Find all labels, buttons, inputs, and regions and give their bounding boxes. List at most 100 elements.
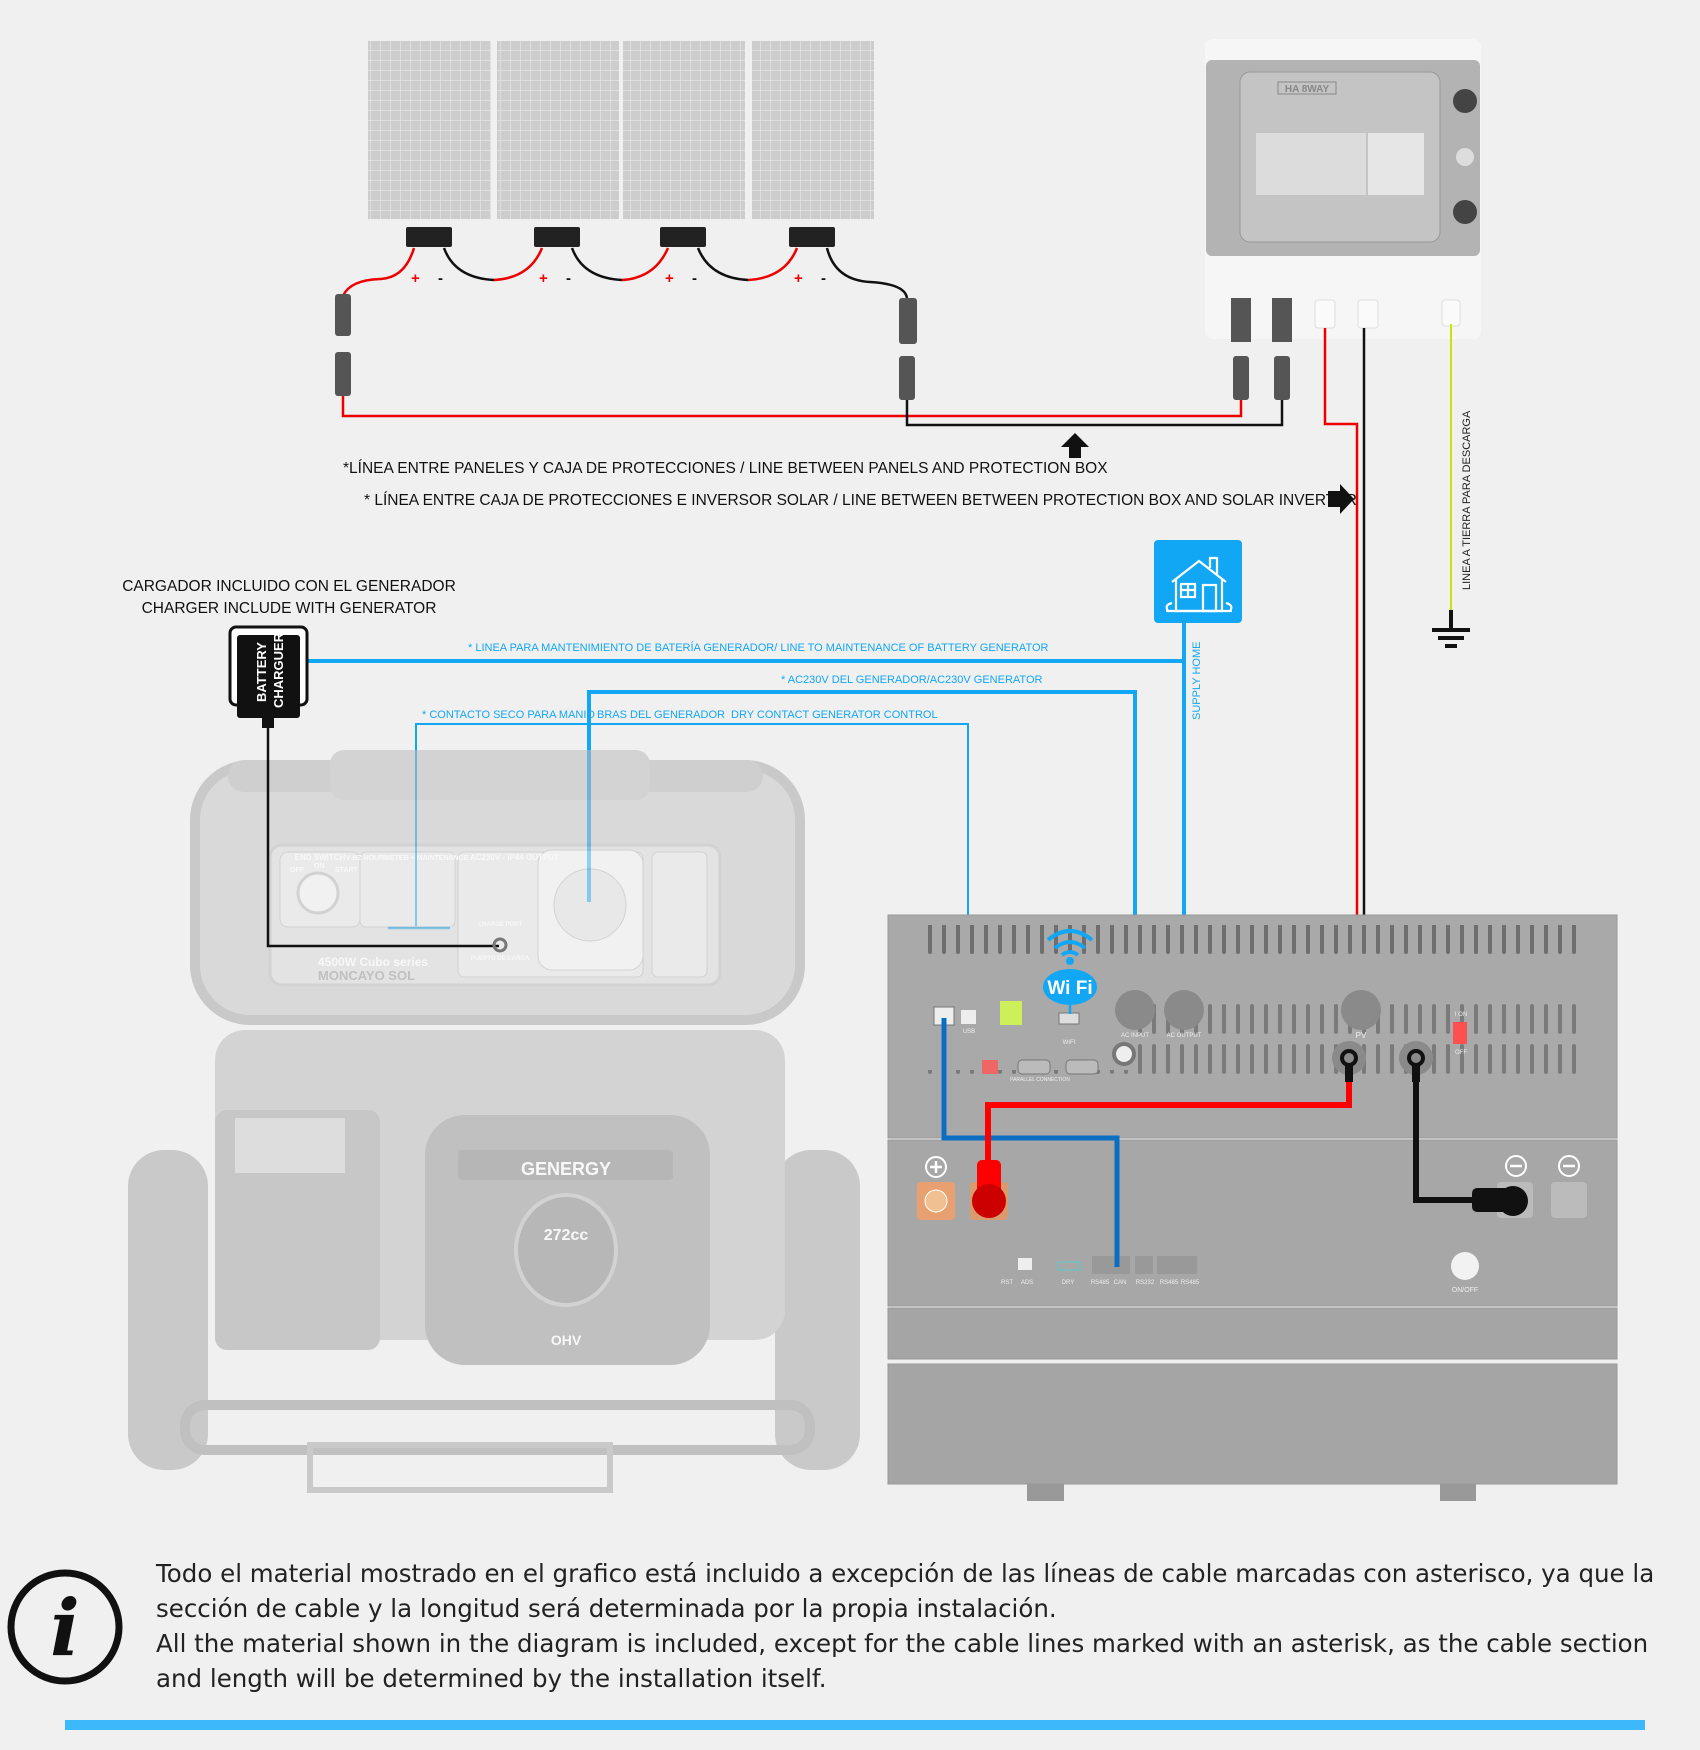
minus-sign: - xyxy=(438,270,443,287)
inverter: USB WIFI AC INPUT AC OUTPUT PV I ON OFF … xyxy=(887,914,1618,1501)
off-label: OFF xyxy=(1455,1050,1467,1056)
info-icon: i xyxy=(7,1569,123,1685)
black-cable-panels-box xyxy=(905,400,1284,427)
arrow-right-icon xyxy=(1328,484,1354,514)
minus-sign: - xyxy=(821,270,826,287)
gen-model-name: MONCAYO SOL xyxy=(318,968,415,983)
info-text-es: Todo el material mostrado en el grafico … xyxy=(156,1559,1655,1623)
solar-panel xyxy=(497,41,619,219)
ring-terminal xyxy=(1407,1049,1425,1067)
gen-meter: V HZ HOURMETER + MAINTENANCE xyxy=(346,855,469,862)
protection-box: HA 8WAY xyxy=(1205,39,1481,342)
port-label: RS485 xyxy=(1160,1280,1179,1286)
wifi-usb-port xyxy=(1058,1012,1080,1025)
onoff-label: ON/OFF xyxy=(1452,1287,1478,1294)
minus-icon xyxy=(1505,1155,1527,1177)
minus-sign: - xyxy=(692,270,697,287)
gen-model: 4500W Cubo series xyxy=(318,955,428,969)
junction-box xyxy=(406,227,452,247)
port-label: CAN xyxy=(1114,1280,1127,1286)
parallel-port xyxy=(1017,1059,1051,1075)
ac-input-port xyxy=(1115,990,1155,1030)
port-label: RS485 xyxy=(1181,1280,1200,1286)
port-label: RST xyxy=(1001,1280,1013,1286)
battery-black-cable xyxy=(1413,1080,1480,1203)
gen-start: START xyxy=(335,867,359,874)
mc4-connector xyxy=(899,298,917,344)
arrow-up-icon xyxy=(1061,433,1089,458)
port-label: RS232 xyxy=(1136,1280,1155,1286)
ac-output-label: AC OUTPUT xyxy=(1167,1033,1202,1039)
house-icon xyxy=(1154,540,1242,623)
info-text-en: All the material shown in the diagram is… xyxy=(156,1629,1649,1693)
port-label: DRY xyxy=(1062,1280,1075,1286)
wifi-label: WIFI xyxy=(1063,1040,1076,1046)
junction-box xyxy=(660,227,706,247)
charger-label-2: CHARGUER xyxy=(271,632,286,708)
gen-output: AC230V - IP44 OUTPUT xyxy=(470,853,559,862)
red-cable-pv xyxy=(1323,328,1359,1010)
ac230-line-label: * AC230V DEL GENERADOR/AC230V GENERATOR xyxy=(781,674,1042,686)
gen-brand: GENERGY xyxy=(521,1159,611,1179)
dip-switch xyxy=(982,1060,998,1074)
maintenance-line-label: * LINEA PARA MANTENIMIENTO DE BATERÍA GE… xyxy=(468,641,1049,654)
panels-box-line-label: *LÍNEA ENTRE PANELES Y CAJA DE PROTECCIO… xyxy=(343,460,1108,477)
charger-cable xyxy=(266,728,499,948)
mc4-connector xyxy=(899,356,915,400)
pv-port xyxy=(1341,990,1381,1030)
plus-sign: + xyxy=(665,270,674,287)
dry-contact-label-en: DRY CONTACT GENERATOR CONTROL xyxy=(731,709,938,721)
communication-cable xyxy=(941,1018,1120,1267)
ring-terminal xyxy=(1340,1049,1358,1067)
gen-engine: 272cc xyxy=(544,1227,589,1244)
junction-box xyxy=(534,227,580,247)
inverter-foot xyxy=(1027,1484,1064,1501)
solar-panel xyxy=(752,41,874,219)
wifi-icon: Wi Fi xyxy=(1043,929,1097,1014)
battery-minus-port xyxy=(1399,1041,1433,1075)
battery-minus-terminal xyxy=(1551,1182,1587,1218)
gen-ohv: OHV xyxy=(551,1332,582,1348)
usb-port xyxy=(961,1010,976,1024)
port-label: RS485 xyxy=(1091,1280,1110,1286)
plus-sign: + xyxy=(794,270,803,287)
minus-sign: - xyxy=(566,270,571,287)
charger-caption-en: CHARGER INCLUDE WITH GENERATOR xyxy=(142,600,437,617)
parallel-port xyxy=(1065,1059,1099,1075)
accent-bar xyxy=(65,1720,1645,1730)
minus-icon xyxy=(1558,1155,1580,1177)
port-label: ADS xyxy=(1021,1280,1033,1286)
inverter-foot xyxy=(1440,1484,1476,1501)
dry-terminal xyxy=(1000,1001,1022,1025)
power-switch[interactable] xyxy=(1453,1022,1467,1044)
generator: END SWITCH OFF ON START V HZ HOURMETER +… xyxy=(128,750,860,1493)
gen-on: ON xyxy=(314,863,325,870)
solar-panel xyxy=(368,41,491,219)
battery-charger: BATTERY CHARGUER xyxy=(228,625,309,728)
wifi-text: Wi Fi xyxy=(1047,978,1092,999)
battery-plus-port xyxy=(1332,1041,1366,1075)
plus-sign: + xyxy=(411,270,420,287)
battery-red-cable xyxy=(985,1080,1352,1190)
svg-text:i: i xyxy=(50,1583,80,1674)
ground-icon xyxy=(1432,610,1470,648)
info-note: Todo el material mostrado en el grafico … xyxy=(156,1556,1656,1696)
mc4-connector xyxy=(335,294,351,336)
charge-port xyxy=(492,937,508,953)
breaker-button xyxy=(1112,1042,1136,1066)
on-label: I ON xyxy=(1455,1012,1467,1018)
plus-sign: + xyxy=(539,270,548,287)
supply-home-label: SUPPLY HOME xyxy=(1191,642,1203,720)
ground-line-label: LINEA A TIERRA PARA DESCARGA xyxy=(1461,410,1473,590)
plus-icon xyxy=(925,1156,947,1178)
box-label: HA 8WAY xyxy=(1285,84,1330,95)
mc4-connector xyxy=(1233,356,1249,400)
mc4-connector xyxy=(1274,356,1290,400)
box-inverter-line-label: * LÍNEA ENTRE CAJA DE PROTECCIONES E INV… xyxy=(364,492,1357,509)
solar-panels: + - + - + - + - xyxy=(335,41,1290,427)
onoff-button[interactable] xyxy=(1451,1252,1479,1280)
solar-panel xyxy=(623,41,745,219)
gen-end-switch: END SWITCH xyxy=(295,853,346,862)
gen-puerto: PUERTO DE CARGA xyxy=(471,956,530,962)
